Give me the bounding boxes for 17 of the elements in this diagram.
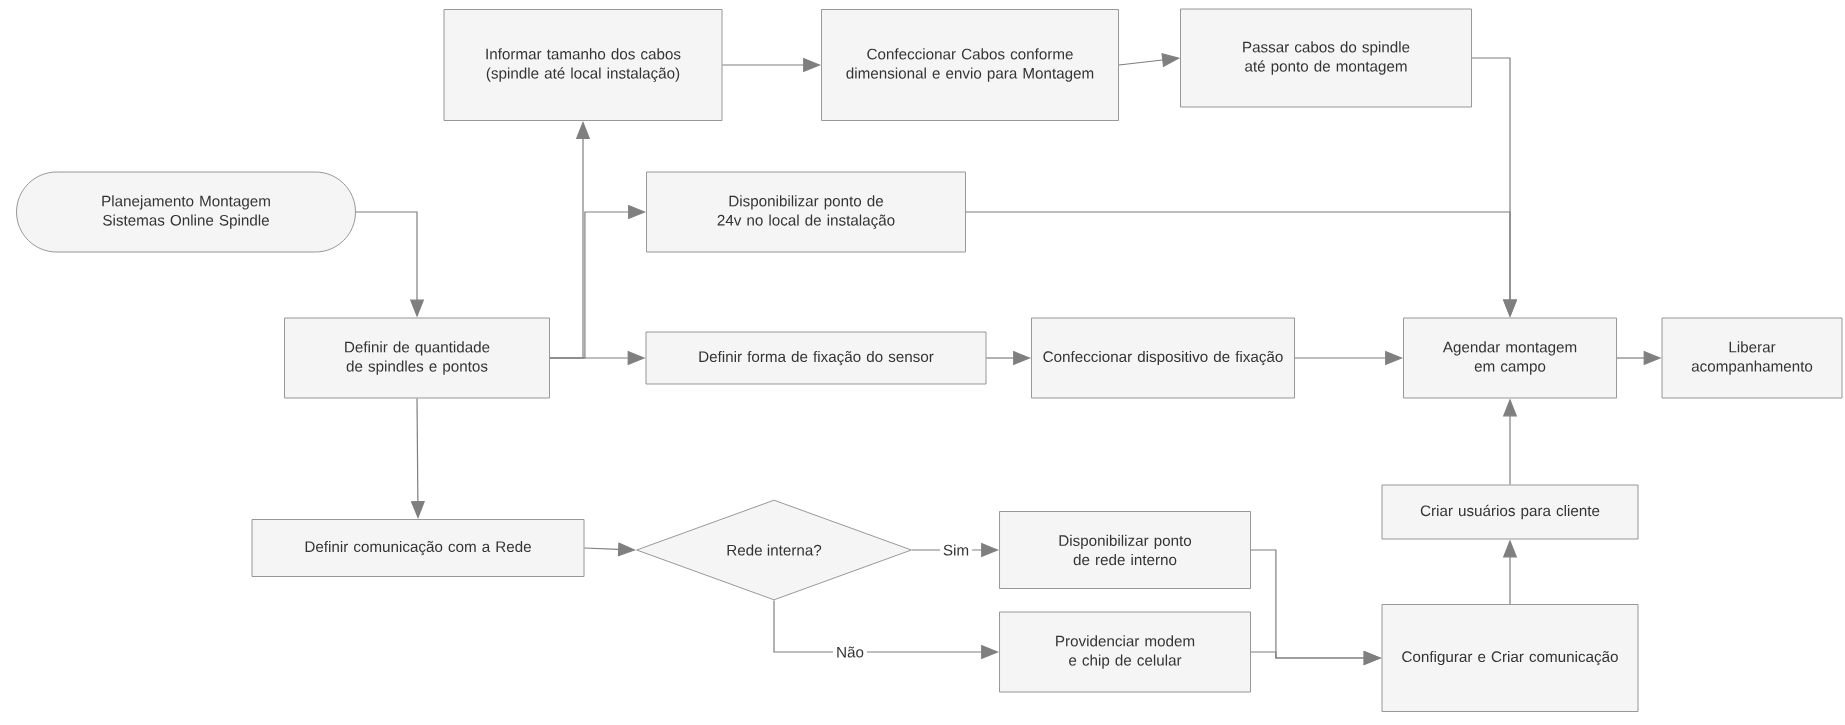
process-box: Passar cabos do spindle até ponto de montagem bbox=[1180, 8, 1472, 108]
edge-label: Sim bbox=[939, 541, 973, 559]
process-box: Confeccionar Cabos conforme dimensional e envio para Montagem bbox=[821, 9, 1119, 121]
process-box: Confeccionar dispositivo de fixação bbox=[1031, 317, 1295, 399]
process-box: Liberar acompanhamento bbox=[1661, 317, 1843, 399]
edge-label: Não bbox=[833, 643, 867, 661]
process-box: Definir de quantidade de spindles e pontos bbox=[284, 317, 550, 399]
process-box: Informar tamanho dos cabos (spindle até local instalação) bbox=[443, 9, 723, 121]
process-box: Providenciar modem e chip de celular bbox=[999, 611, 1251, 693]
process-box: Configurar e Criar comunicação bbox=[1381, 604, 1639, 712]
process-box: Agendar montagem em campo bbox=[1403, 317, 1617, 399]
process-box: Disponibilizar ponto de rede interno bbox=[999, 511, 1251, 589]
process-box: Definir forma de fixação do sensor bbox=[645, 331, 987, 385]
process-box: Disponibilizar ponto de 24v no local de instalação bbox=[646, 171, 966, 253]
process-box: Definir comunicação com a Rede bbox=[251, 519, 585, 577]
start-terminal: Planejamento Montagem Sistemas Online Spindle bbox=[16, 171, 356, 253]
process-box: Criar usuários para cliente bbox=[1381, 484, 1639, 540]
